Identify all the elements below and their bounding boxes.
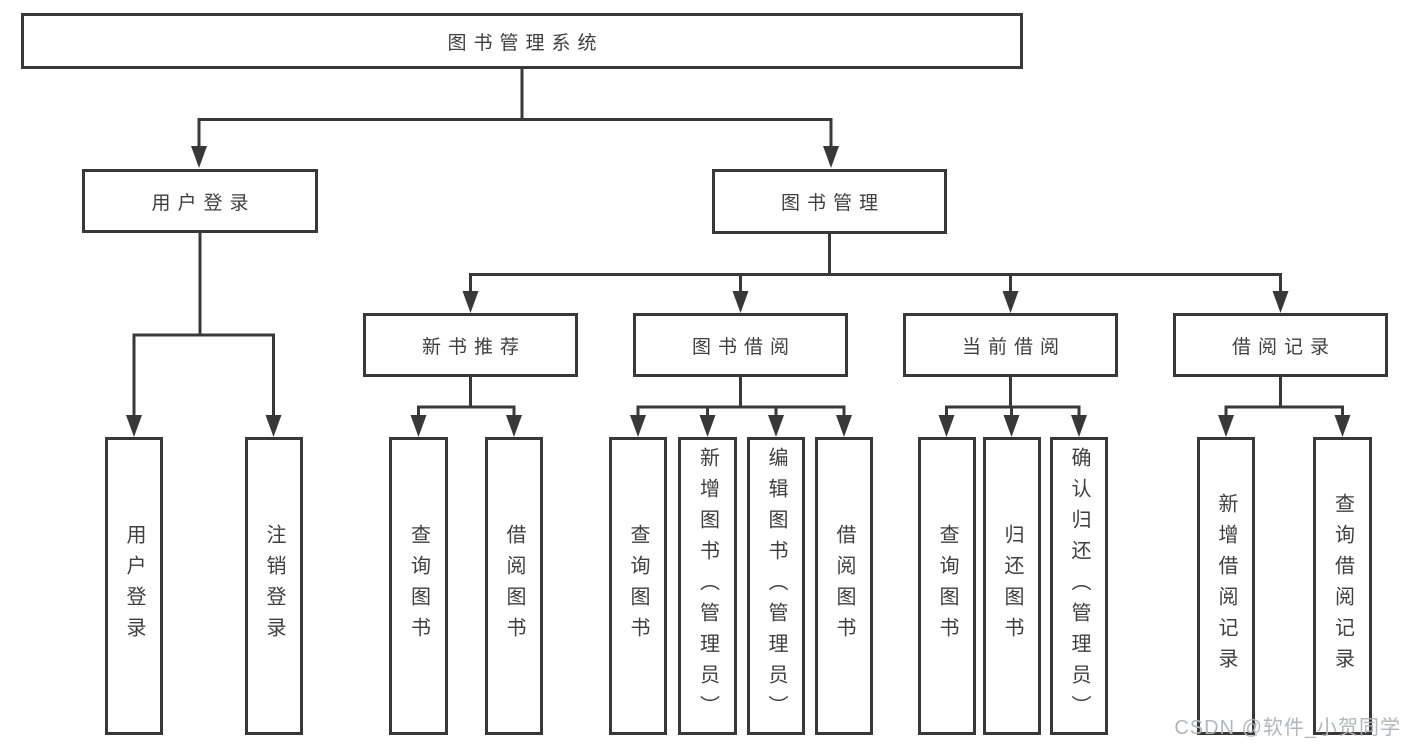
leaf-query-borrow-record: 查询借阅记录: [1313, 437, 1372, 735]
connector-borrow-records-split: [1224, 377, 1344, 418]
node-current-borrowing-label: 当前借阅: [961, 336, 1066, 358]
node-book-management: 图书管理: [712, 169, 947, 234]
node-root: 图书管理系统: [21, 13, 1023, 69]
leaf-confirm-return-admin-label: 确认归还（管理员）: [1068, 446, 1090, 726]
node-user-login: 用户登录: [82, 169, 318, 233]
node-current-borrowing: 当前借阅: [903, 313, 1118, 377]
csdn-watermark: CSDN @软件_小贺同学: [1174, 717, 1401, 739]
leaf-query-borrow-record-label: 查询借阅记录: [1331, 493, 1354, 679]
leaf-edit-books-admin: 编辑图书（管理员）: [747, 437, 805, 735]
leaf-edit-books-admin-label: 编辑图书（管理员）: [765, 446, 787, 726]
leaf-query-books-borrowing-label: 查询图书: [627, 524, 649, 648]
node-borrow-records: 借阅记录: [1173, 313, 1388, 377]
leaf-add-borrow-record: 新增借阅记录: [1197, 437, 1255, 735]
leaf-return-books-label: 归还图书: [1001, 524, 1023, 648]
connector-new-book-split: [417, 377, 516, 418]
leaf-query-books-recommend-label: 查询图书: [407, 524, 430, 648]
leaf-logout-login-label: 注销登录: [263, 524, 285, 648]
leaf-query-books-recommend: 查询图书: [389, 437, 448, 735]
leaf-confirm-return-admin: 确认归还（管理员）: [1050, 437, 1108, 735]
node-book-borrowing: 图书借阅: [633, 313, 848, 377]
connector-current-borrowing-split: [945, 377, 1081, 418]
node-new-book-recommend: 新书推荐: [363, 313, 578, 377]
leaf-borrow-books-recommend: 借阅图书: [485, 437, 543, 735]
leaf-add-books-admin-label: 新增图书（管理员）: [696, 446, 719, 726]
leaf-query-books-current: 查询图书: [918, 437, 976, 735]
node-new-book-recommend-label: 新书推荐: [421, 336, 526, 358]
leaf-add-books-admin: 新增图书（管理员）: [678, 437, 737, 735]
leaf-borrow-books-borrowing-label: 借阅图书: [833, 524, 855, 648]
node-root-label: 图书管理系统: [447, 32, 604, 54]
connector-book-borrowing-split: [636, 377, 846, 418]
connector-user-login-split: [132, 233, 275, 418]
leaf-borrow-books-recommend-label: 借阅图书: [503, 524, 525, 648]
leaf-return-books: 归还图书: [983, 437, 1041, 735]
arrowheads: [126, 146, 1351, 437]
leaf-user-login: 用户登录: [105, 437, 163, 735]
node-book-borrowing-label: 图书借阅: [691, 336, 796, 358]
node-borrow-records-label: 借阅记录: [1231, 336, 1336, 358]
connector-root-split: [197, 118, 833, 146]
leaf-query-books-current-label: 查询图书: [936, 524, 958, 648]
leaf-query-books-borrowing: 查询图书: [609, 437, 667, 735]
connector-book-management-split: [469, 234, 1282, 294]
leaf-borrow-books-borrowing: 借阅图书: [815, 437, 873, 735]
node-user-login-label: 用户登录: [151, 192, 256, 214]
leaf-user-login-label: 用户登录: [123, 524, 145, 648]
leaf-logout-login: 注销登录: [245, 437, 303, 735]
node-book-management-label: 图书管理: [780, 193, 885, 214]
leaf-add-borrow-record-label: 新增借阅记录: [1215, 493, 1237, 679]
